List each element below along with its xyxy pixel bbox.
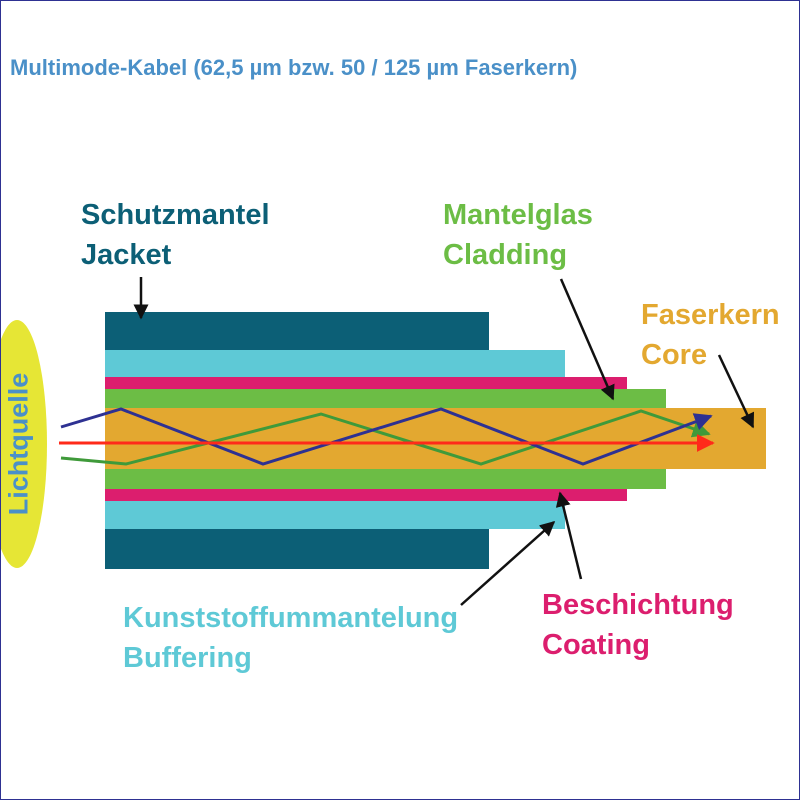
coating-layer-bottom: [105, 489, 627, 501]
buffering-layer-top: [105, 350, 565, 377]
light-source-lamp: [1, 320, 47, 568]
diagram-title: Multimode-Kabel (62,5 µm bzw. 50 / 125 µ…: [10, 55, 578, 80]
cladding-pointer-arrow: [559, 278, 615, 401]
cladding-label-en: Cladding: [443, 239, 568, 271]
cladding-layer-top: [105, 389, 666, 408]
core-pointer-arrow: [717, 354, 755, 429]
cladding-label: Mantelglas Cladding: [443, 195, 593, 275]
jacket-label-en: Jacket: [81, 239, 172, 271]
jacket-label: Schutzmantel Jacket: [81, 195, 270, 275]
jacket-layer-bottom: [105, 529, 489, 569]
buffering-pointer-arrow: [460, 521, 556, 606]
jacket-layer-top: [105, 312, 489, 350]
core-label-en: Core: [641, 339, 708, 371]
core-layer: [105, 408, 766, 469]
buffering-label-en: Buffering: [123, 642, 252, 674]
coating-label-en: Coating: [542, 629, 650, 661]
coating-layer-top: [105, 377, 627, 389]
ray-blue-zigzag: [60, 407, 713, 466]
cladding-layer-bottom: [105, 469, 666, 489]
buffering-label: Kunststoffummantelung Buffering: [123, 598, 458, 678]
buffering-label-de: Kunststoffummantelung: [123, 602, 459, 634]
ray-green-zigzag: [60, 409, 711, 466]
coating-pointer-arrow: [555, 491, 583, 580]
coating-label: Beschichtung Coating: [542, 585, 734, 665]
jacket-label-de: Schutzmantel: [81, 199, 270, 231]
core-label-de: Faserkern: [641, 299, 780, 331]
buffering-layer-bottom: [105, 501, 565, 529]
light-source-label: Lichtquelle: [3, 372, 34, 516]
coating-label-de: Beschichtung: [542, 589, 734, 621]
core-label: Faserkern Core: [641, 295, 780, 375]
cladding-label-de: Mantelglas: [443, 199, 593, 231]
